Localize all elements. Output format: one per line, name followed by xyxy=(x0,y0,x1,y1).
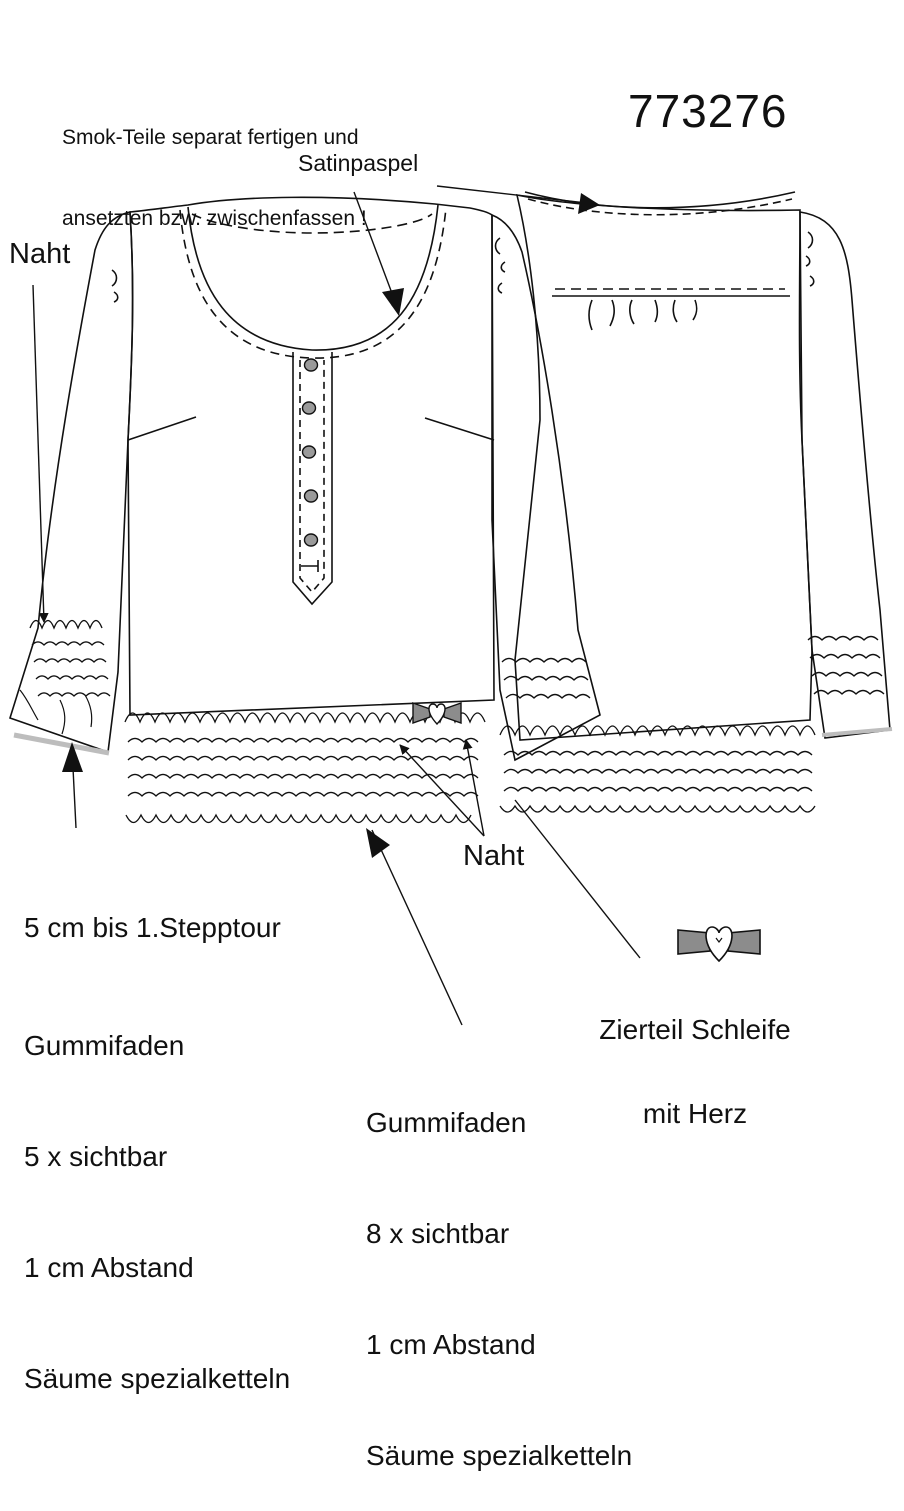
bow-with-heart-icon xyxy=(413,703,461,724)
leader-lines xyxy=(33,186,640,1025)
button-placket xyxy=(293,352,332,604)
front-sleeve-folds-left xyxy=(112,270,118,302)
production-note: Smok-Teile separat fertigen und ansetzte… xyxy=(62,70,367,259)
hem-spec-line3: 1 cm Abstand xyxy=(366,1329,536,1360)
button-icon xyxy=(303,402,316,414)
back-sleeve-folds xyxy=(806,232,814,286)
sleeve-spec-line4: 1 cm Abstand xyxy=(24,1252,194,1283)
callout-naht-sleeve: Naht xyxy=(9,238,71,270)
arrowheads xyxy=(62,193,600,858)
callout-zierteil: Zierteil Schleife mit Herz xyxy=(583,960,807,1156)
callout-zierteil-line2: mit Herz xyxy=(642,1098,748,1129)
arrowhead-icon xyxy=(366,828,390,858)
front-hem-smocking xyxy=(125,713,485,823)
leader-hem-spec xyxy=(372,830,462,1025)
sleeve-spec: 5 cm bis 1.Stepptour Gummifaden 5 x sich… xyxy=(24,835,290,1434)
hem-spec-line1: Gummifaden xyxy=(366,1107,527,1138)
placket-buttons xyxy=(303,359,318,546)
leader-naht-hem-2 xyxy=(462,739,484,836)
back-neckline-stitch xyxy=(528,199,792,215)
front-neckline xyxy=(188,205,438,350)
article-number: 773276 xyxy=(628,85,788,137)
back-hem-smocking xyxy=(500,726,815,812)
button-icon xyxy=(305,359,318,371)
front-right-sleeve xyxy=(492,215,600,760)
front-left-cuff-smocking xyxy=(14,621,110,754)
leader-zierteil xyxy=(515,800,640,958)
bow-left-wing xyxy=(678,930,710,954)
button-icon xyxy=(305,490,318,502)
back-neckline xyxy=(525,192,795,208)
back-cuff-smocking xyxy=(502,637,892,736)
hem-spec-line2: 8 x sichtbar xyxy=(366,1218,510,1249)
satin-piping-stitch xyxy=(180,208,446,358)
callout-satinpaspel: Satinpaspel xyxy=(298,150,419,176)
leader-naht-hem xyxy=(399,744,484,836)
leader-naht-sleeve xyxy=(33,285,49,623)
back-right-sleeve xyxy=(800,212,890,738)
technical-drawing xyxy=(0,0,904,1300)
heart-icon xyxy=(706,927,732,961)
back-yoke-gathers xyxy=(589,300,697,330)
sleeve-spec-line1: 5 cm bis 1.Stepptour xyxy=(24,912,281,943)
button-icon xyxy=(303,446,316,458)
front-dart-right xyxy=(425,418,494,440)
sleeve-spec-line5: Säume spezialketteln xyxy=(24,1363,291,1394)
arrowhead-icon xyxy=(62,742,83,772)
arrowhead-icon xyxy=(382,288,404,316)
front-body xyxy=(128,197,494,715)
production-note-line2: ansetzten bzw. zwischenfassen ! xyxy=(62,207,367,230)
placket-box-stitch xyxy=(301,560,318,572)
sleeve-spec-line3: 5 x sichtbar xyxy=(24,1141,168,1172)
button-icon xyxy=(305,534,318,546)
placket-stitch xyxy=(300,360,324,592)
production-note-line1: Smok-Teile separat fertigen und xyxy=(62,126,359,149)
sleeve-spec-line2: Gummifaden xyxy=(24,1030,185,1061)
bow-right-wing xyxy=(728,930,760,954)
arrowhead-icon xyxy=(578,193,600,214)
front-dart-left xyxy=(128,417,196,440)
back-view xyxy=(515,192,890,740)
leader-satinpaspel-back xyxy=(437,186,596,208)
front-sleeve-folds-right xyxy=(496,238,506,293)
zierteil-bow-detail xyxy=(678,927,760,961)
callout-zierteil-line1: Zierteil Schleife xyxy=(599,1014,791,1045)
hem-spec-line4: Säume spezialketteln xyxy=(366,1440,633,1471)
callout-naht-hem: Naht xyxy=(463,840,525,872)
front-view xyxy=(10,197,600,760)
